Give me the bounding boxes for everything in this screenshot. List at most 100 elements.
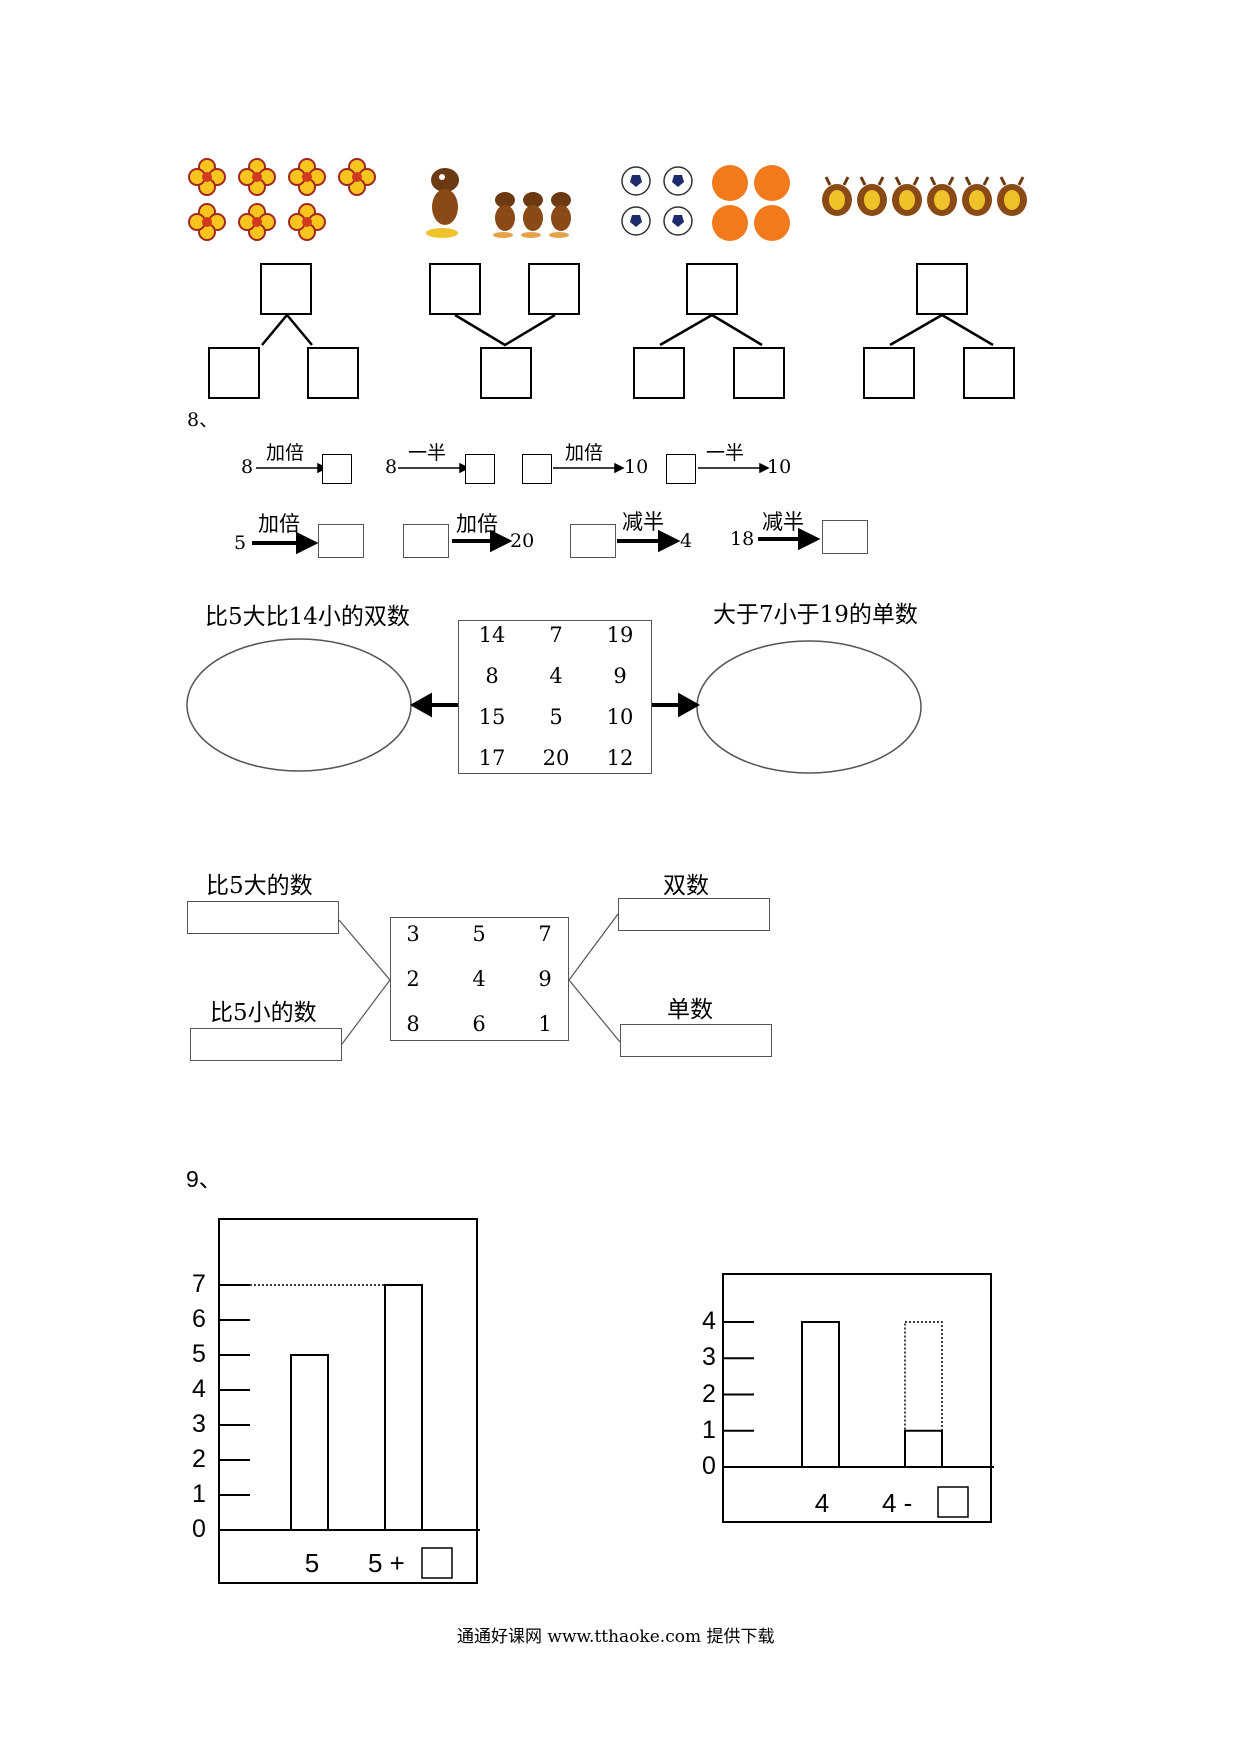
grid-number: 9 [538, 967, 552, 991]
bond-box-top[interactable] [260, 263, 312, 315]
op-start-value: 5 [234, 532, 247, 554]
answer-box[interactable] [465, 454, 495, 484]
grid-number: 4 [472, 967, 486, 991]
bar [904, 1429, 943, 1468]
y-tick-label: 0 [702, 1452, 716, 1480]
connector-lines [338, 913, 621, 1045]
right-oval[interactable] [696, 640, 922, 774]
answer-box [937, 1486, 969, 1518]
grid-number: 5 [472, 922, 486, 946]
bond-box-right[interactable] [733, 347, 785, 399]
bond-box-left[interactable] [863, 347, 915, 399]
bottom-right-label: 单数 [667, 997, 713, 1023]
answer-box[interactable] [403, 524, 449, 558]
answer-rect-top-right[interactable] [618, 898, 770, 931]
grid-number: 7 [549, 623, 563, 647]
bar [290, 1354, 329, 1531]
bar [801, 1321, 840, 1468]
bottom-left-label: 比5小的数 [210, 1000, 317, 1026]
op-label: 加倍 [565, 442, 604, 464]
op-label: 加倍 [266, 442, 305, 464]
op-start-value: 18 [730, 528, 755, 550]
grid-number: 4 [549, 664, 563, 688]
bond-box-top[interactable] [686, 263, 738, 315]
bee-group-icon [822, 175, 1029, 218]
grid-number: 10 [606, 705, 634, 729]
y-tick-label: 3 [192, 1410, 206, 1438]
bond-box-top-left[interactable] [429, 263, 481, 315]
y-tick-label: 2 [192, 1445, 206, 1473]
left-oval-label: 比5大比14小的双数 [205, 604, 410, 630]
y-tick-label: 6 [192, 1305, 206, 1333]
bond-box-left[interactable] [208, 347, 260, 399]
grid-number: 1 [538, 1012, 552, 1036]
dotted-bar-outline [904, 1321, 943, 1432]
y-tick-label: 3 [702, 1343, 716, 1372]
bar-label: 5 + [368, 1548, 405, 1578]
grid-number: 3 [406, 922, 420, 946]
y-tick-label: 1 [192, 1480, 206, 1508]
op-end-value: 4 [680, 530, 693, 552]
bar-label: 4 [814, 1488, 830, 1518]
answer-rect-top-left[interactable] [187, 901, 339, 934]
answer-rect-bottom-right[interactable] [620, 1024, 772, 1057]
number-bond-connectors [261, 313, 994, 347]
bond-box-right[interactable] [307, 347, 359, 399]
grid-number: 6 [472, 1012, 486, 1036]
bond-box-right[interactable] [963, 347, 1015, 399]
answer-box[interactable] [570, 524, 616, 558]
ball-group-icon [621, 165, 790, 241]
sort-ovals [186, 638, 922, 774]
y-tick-label: 4 [702, 1307, 716, 1335]
bar-chart-2 [722, 1273, 992, 1523]
y-tick-label: 0 [192, 1515, 206, 1543]
top-left-label: 比5大的数 [206, 873, 313, 899]
answer-box [421, 1547, 453, 1579]
op-label: 加倍 [456, 512, 498, 536]
grid-number: 8 [485, 664, 499, 688]
section-number-9: 9、 [186, 1166, 222, 1192]
bar-chart-1 [218, 1218, 478, 1584]
answer-box[interactable] [322, 454, 352, 484]
op-end-value: 10 [767, 456, 792, 478]
section-number-8: 8、 [187, 409, 219, 431]
answer-rect-bottom-left[interactable] [190, 1028, 342, 1061]
grid-number: 9 [613, 664, 627, 688]
bond-box-top-right[interactable] [528, 263, 580, 315]
answer-box[interactable] [822, 520, 868, 554]
grid-number: 8 [406, 1012, 420, 1036]
op-start-value: 8 [241, 456, 254, 478]
bar [384, 1284, 423, 1531]
grid-number: 17 [478, 746, 506, 770]
top-right-label: 双数 [663, 873, 709, 899]
grid-number: 12 [606, 746, 634, 770]
y-tick-label: 2 [702, 1379, 716, 1408]
flower-group-icon [188, 158, 376, 241]
grid-number: 20 [542, 746, 570, 770]
bond-box-top[interactable] [916, 263, 968, 315]
op-label: 一半 [706, 442, 745, 464]
op-end-value: 10 [624, 456, 649, 478]
y-tick-label: 7 [192, 1270, 206, 1298]
grid-number: 7 [538, 922, 552, 946]
op-label: 减半 [622, 510, 664, 534]
answer-box[interactable] [318, 524, 364, 558]
op-label: 加倍 [258, 512, 300, 536]
y-tick-label: 5 [192, 1340, 206, 1368]
answer-box[interactable] [666, 454, 696, 484]
number-grid-box [390, 917, 569, 1041]
monkey-group-icon [426, 168, 571, 238]
y-tick-label: 1 [702, 1415, 716, 1444]
answer-box[interactable] [522, 454, 552, 484]
bar-label: 5 [304, 1548, 320, 1578]
bond-box-left[interactable] [633, 347, 685, 399]
op-start-value: 8 [385, 456, 398, 478]
y-tick-label: 4 [192, 1375, 206, 1403]
grid-number: 2 [406, 967, 420, 991]
grid-number: 19 [606, 623, 634, 647]
bond-box-bottom[interactable] [480, 347, 532, 399]
grid-number: 5 [549, 705, 563, 729]
grid-number: 15 [478, 705, 506, 729]
op-label: 一半 [408, 442, 447, 464]
